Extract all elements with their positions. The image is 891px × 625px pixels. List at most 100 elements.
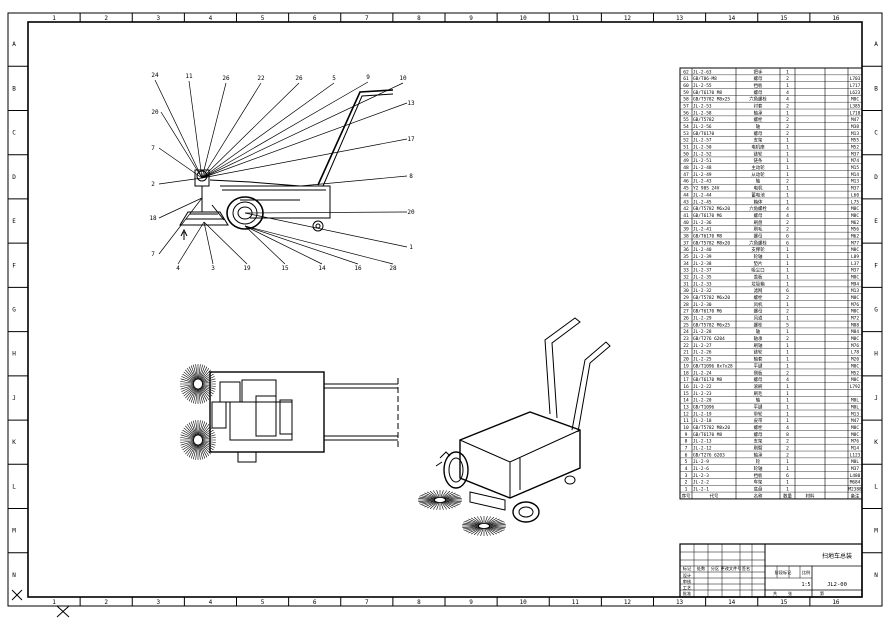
parts-no: 38	[683, 233, 689, 239]
parts-no: 47	[683, 172, 689, 178]
zone-row-label: H	[12, 351, 16, 358]
callout-number: 5	[332, 75, 336, 82]
parts-name: 链轮	[754, 150, 763, 157]
parts-code: JL-2-63	[693, 69, 712, 75]
title-label-review: 审核	[683, 578, 692, 585]
parts-note: M74	[851, 158, 859, 164]
parts-code: JL-2-41	[693, 227, 712, 233]
parts-no: 61	[683, 76, 689, 82]
brush-hub	[434, 497, 446, 503]
leader-line	[201, 102, 408, 179]
zone-row-label: H	[874, 351, 878, 358]
parts-name: 支架	[754, 438, 763, 445]
parts-name: 垫片	[754, 260, 763, 267]
parts-name: 平键	[754, 362, 763, 369]
parts-note: M8C	[851, 275, 859, 281]
title-label-sheet-no: 第	[820, 590, 824, 597]
corner-mark	[56, 605, 70, 618]
parts-code: GB/T276 6203	[693, 452, 725, 458]
callout-leaders	[154, 79, 408, 265]
zone-col-label: 9	[469, 599, 473, 606]
parts-note: M62	[851, 220, 859, 226]
parts-note: M13	[851, 411, 859, 417]
title-label-process: 工艺	[683, 585, 691, 590]
parts-name: 衬套	[754, 103, 763, 110]
parts-name: 六角螺栓	[749, 205, 767, 212]
parts-code: GB/T6170	[693, 131, 715, 137]
parts-name: 箱体	[754, 198, 763, 205]
parts-name: 链条	[754, 157, 763, 164]
title-label-zone: 分区	[711, 565, 719, 572]
zone-col-label: 3	[157, 599, 161, 606]
parts-no: 54	[683, 124, 689, 130]
parts-no: 49	[683, 158, 689, 164]
parts-no: 48	[683, 165, 689, 171]
parts-name: 挡板	[754, 82, 763, 89]
parts-name: 风道	[754, 315, 763, 322]
parts-no: 37	[683, 240, 689, 246]
parts-qty: 4	[786, 206, 789, 212]
callout-number: 20	[407, 209, 415, 216]
parts-name: 螺母	[754, 212, 763, 219]
zone-col-label: 5	[261, 15, 265, 22]
parts-qty: 2	[786, 179, 789, 185]
parts-code: JL-2-20	[693, 398, 712, 404]
parts-no: 39	[683, 227, 689, 233]
parts-header-name: 名称	[754, 492, 763, 499]
title-label-approve: 批准	[683, 590, 691, 597]
brush	[418, 490, 462, 510]
parts-name: 从动轮	[751, 171, 765, 178]
parts-qty: 1	[786, 199, 789, 205]
parts-qty: 2	[786, 220, 789, 226]
parts-no: 40	[683, 220, 689, 226]
zone-row-label: B	[12, 85, 16, 92]
parts-header-material: 材料	[806, 492, 815, 499]
parts-code: JL-2-43	[693, 179, 712, 185]
parts-code: JL-2-6	[693, 466, 709, 472]
parts-no: 55	[683, 117, 689, 123]
leader-line	[158, 177, 203, 185]
parts-no: 50	[683, 151, 689, 157]
zone-row-label: A	[12, 41, 16, 48]
parts-qty: 2	[786, 124, 789, 130]
zone-col-label: 14	[728, 599, 736, 606]
parts-qty: 2	[786, 131, 789, 137]
leader-line	[244, 225, 286, 265]
parts-qty: 1	[786, 254, 789, 260]
parts-code: Y2 90S 24V	[693, 186, 720, 192]
zone-col-label: 1	[52, 599, 56, 606]
parts-name: 螺栓	[754, 424, 763, 431]
parts-note: M47	[851, 418, 859, 424]
parts-note: M8C	[851, 295, 859, 301]
parts-code: JL-2-3	[693, 473, 709, 479]
parts-note: M13	[851, 288, 859, 294]
parts-qty: 1	[786, 357, 789, 363]
parts-code: JL-2-55	[693, 83, 712, 89]
parts-name: 刷轴	[754, 342, 763, 349]
zone-row-label: D	[12, 174, 16, 181]
leader-line	[160, 111, 203, 179]
parts-qty: 1	[786, 302, 789, 308]
parts-qty: 1	[786, 158, 789, 164]
parts-no: 24	[683, 329, 689, 335]
zone-row-label: K	[874, 439, 878, 446]
parts-qty: 1	[786, 192, 789, 198]
parts-qty: 1	[786, 459, 789, 465]
leader-line	[299, 175, 408, 187]
parts-note: M76	[851, 302, 859, 308]
parts-code: JL-2-58	[693, 110, 712, 116]
parts-no: 16	[683, 384, 689, 390]
zone-col-label: 16	[832, 15, 840, 22]
parts-no: 57	[683, 104, 689, 110]
parts-name: 轮轴	[754, 253, 763, 260]
parts-note: M76	[851, 343, 859, 349]
zone-row-label: F	[874, 262, 878, 269]
parts-no: 17	[683, 377, 689, 383]
parts-qty: 1	[786, 69, 789, 75]
parts-qty: 4	[786, 213, 789, 219]
zone-row-label: K	[12, 439, 16, 446]
parts-code: JL-2-51	[693, 158, 712, 164]
parts-name: 轴	[756, 328, 761, 335]
parts-note: M13	[851, 179, 859, 185]
parts-no: 25	[683, 322, 689, 328]
